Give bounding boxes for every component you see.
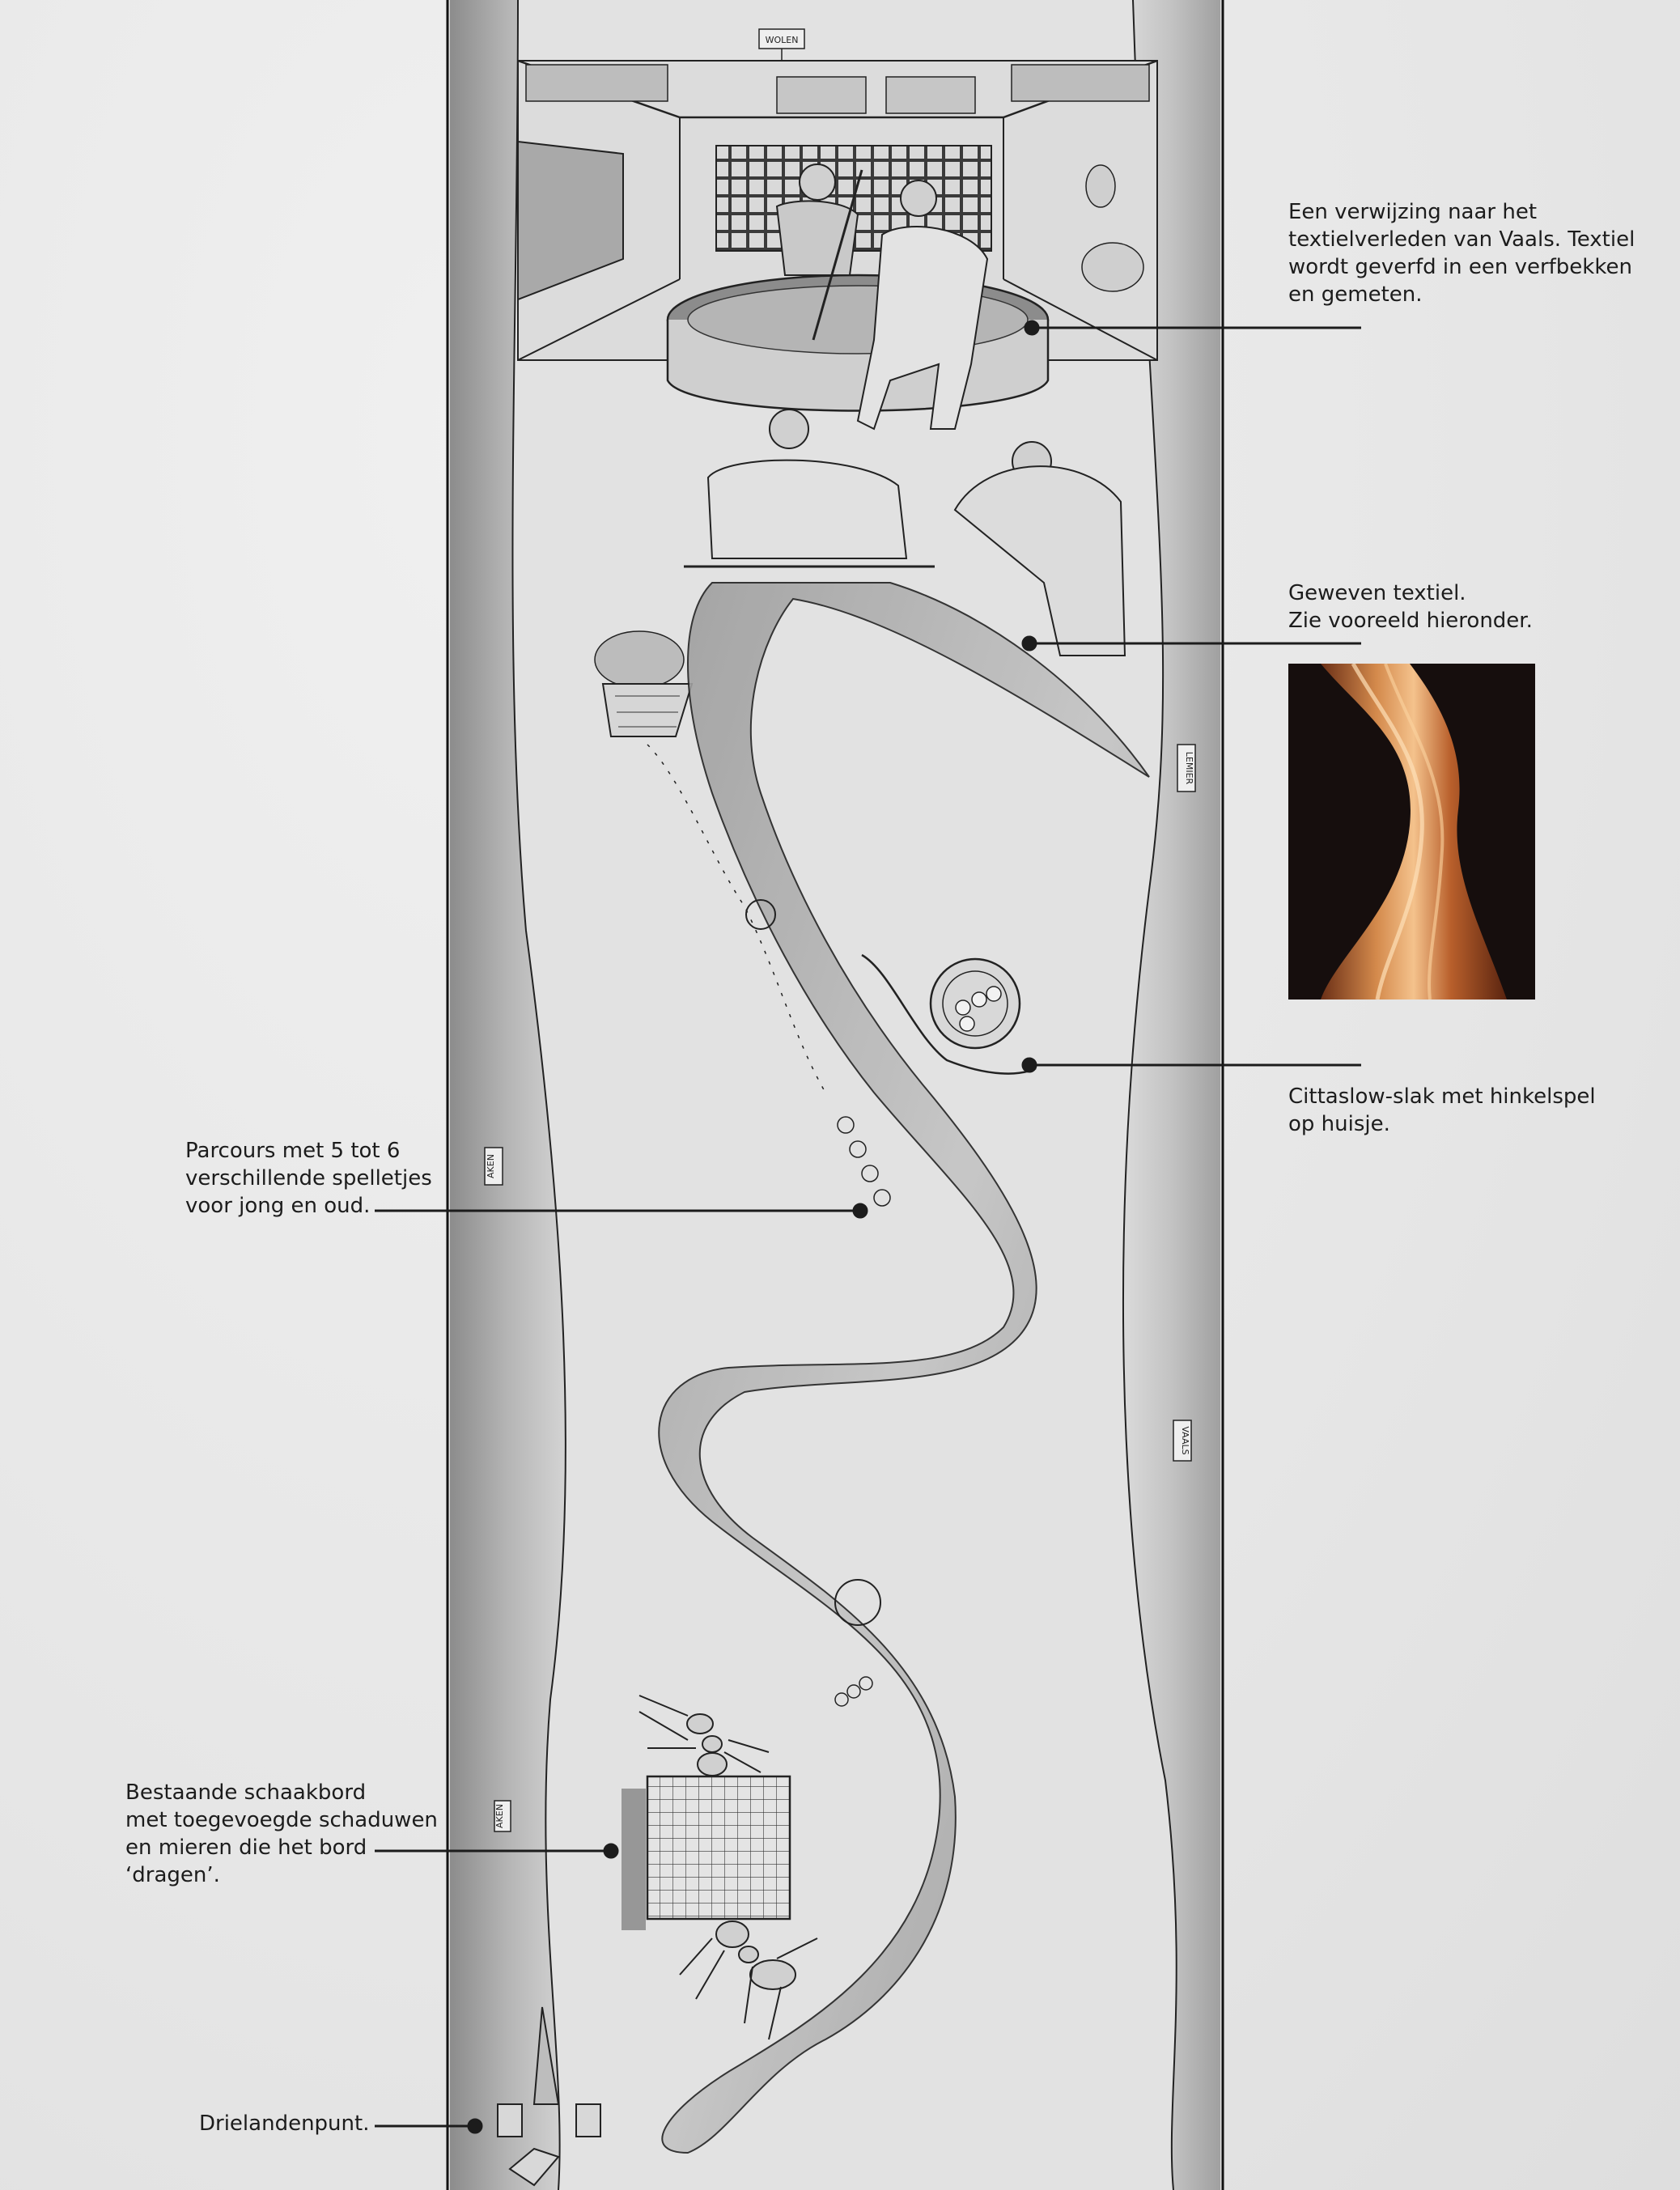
annotation-line: voor jong en oud. [185, 1194, 371, 1218]
sign-right-upper: LEMIER [1177, 744, 1196, 792]
sign-top-text: WOLEN [766, 35, 799, 45]
annotation-line: en gemeten. [1288, 282, 1423, 307]
annotation-line: Cittaslow-slak met hinkelspel [1288, 1084, 1596, 1109]
sign-left-upper: AKEN [484, 1147, 503, 1186]
sign-top: WOLEN [758, 28, 805, 61]
sign-right-upper-text: LEMIER [1184, 752, 1194, 785]
annotation-line: verschillende spelletjes [185, 1166, 432, 1190]
annotation-line: Drielandenpunt. [199, 2111, 370, 2136]
sign-left-lower: AKEN [494, 1800, 511, 1832]
annotation-line: wordt geverfd in een verfbekken [1288, 255, 1632, 279]
left-wash-band [450, 0, 566, 2190]
basket-icon [594, 630, 694, 737]
annotation-line: Een verwijzing naar het [1288, 200, 1538, 224]
ant-icon [679, 1920, 818, 2040]
snail-icon [861, 953, 1037, 1075]
tripoint-monument-illustration [497, 2006, 601, 2187]
annotation-chessboard: Bestaande schaakbord met toegevoegde sch… [125, 1779, 438, 1889]
annotation-cittaslow-snail: Cittaslow-slak met hinkelspel op huisje. [1288, 1083, 1596, 1138]
annotation-line: Bestaande schaakbord [125, 1780, 367, 1805]
flowing-textile-illustration [647, 582, 1150, 2154]
annotation-line: Zie vooreeld hieronder. [1288, 609, 1533, 633]
annotation-line: op huisje. [1288, 1112, 1390, 1136]
leader-lines [375, 320, 1361, 2134]
annotation-line: en mieren die het bord [125, 1836, 367, 1860]
annotation-line: textielverleden van Vaals. Textiel [1288, 227, 1635, 252]
annotation-tripoint: Drielandenpunt. [199, 2110, 369, 2137]
annotation-line: Geweven textiel. [1288, 581, 1466, 605]
textile-photo [1288, 664, 1535, 1000]
annotation-textile-past: Een verwijzing naar het textielverleden … [1288, 198, 1635, 308]
annotation-line: Parcours met 5 tot 6 [185, 1139, 401, 1163]
sign-left-upper-text: AKEN [486, 1154, 496, 1178]
annotation-line: met toegevoegde schaduwen [125, 1808, 438, 1832]
sign-right-lower-text: VAALS [1180, 1426, 1190, 1454]
sign-left-lower-text: AKEN [494, 1804, 505, 1828]
annotation-game-course: Parcours met 5 tot 6 verschillende spell… [185, 1137, 432, 1220]
annotation-woven-textile: Geweven textiel. Zie vooreeld hieronder. [1288, 579, 1533, 635]
ant-icon [638, 1695, 770, 1776]
dye-workshop-illustration [517, 59, 1158, 431]
right-wash-band [1122, 0, 1220, 2190]
annotation-line: ‘dragen’. [125, 1863, 220, 1887]
sign-right-lower: VAALS [1173, 1420, 1192, 1462]
textile-measuring-illustration [594, 409, 1126, 737]
chessboard-icon [622, 1775, 791, 1930]
